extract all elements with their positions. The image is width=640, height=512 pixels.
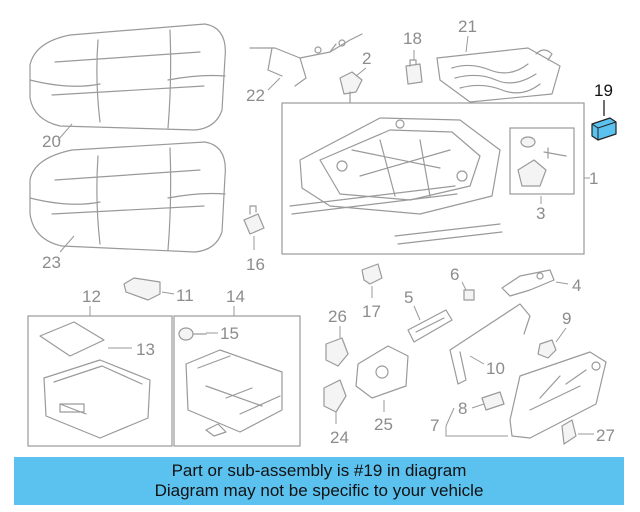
leader-20: [57, 123, 73, 141]
part-10-wire[interactable]: [449, 303, 531, 385]
callout-17[interactable]: 17: [362, 302, 381, 321]
leader-7: [445, 407, 508, 437]
part-4-bracket[interactable]: [501, 269, 555, 297]
part-7-side-shield[interactable]: [509, 351, 607, 439]
part-22-wire-harness[interactable]: [249, 33, 363, 87]
part-24-switch-housing[interactable]: [323, 379, 347, 413]
callout-4[interactable]: 4: [572, 276, 581, 295]
part-12-storage-tray[interactable]: [43, 359, 151, 439]
callout-21[interactable]: 21: [458, 17, 477, 36]
part-27-cover[interactable]: [561, 419, 577, 445]
callout-22[interactable]: 22: [246, 86, 265, 105]
leader-23: [59, 235, 75, 253]
parts-diagram: 20 23 22 2 18 21: [27, 17, 617, 447]
leader-11: [161, 291, 175, 295]
callout-9[interactable]: 9: [562, 309, 571, 328]
part-1-seat-frame[interactable]: [289, 117, 503, 245]
leader-21: [465, 35, 469, 53]
part-26-switch[interactable]: [325, 337, 349, 367]
callout-10[interactable]: 10: [486, 359, 505, 378]
callout-6[interactable]: 6: [450, 265, 459, 284]
callout-27[interactable]: 27: [596, 426, 615, 445]
part-9-knob[interactable]: [537, 339, 557, 359]
part-16-clip[interactable]: [243, 205, 265, 235]
callout-20[interactable]: 20: [42, 132, 61, 151]
leader-6: [461, 281, 467, 291]
part-3-hardware-box[interactable]: [509, 127, 575, 195]
callout-8[interactable]: 8: [458, 399, 467, 418]
callout-3[interactable]: 3: [536, 204, 545, 223]
leader-5: [413, 305, 421, 321]
callout-13[interactable]: 13: [136, 340, 155, 359]
callout-2[interactable]: 2: [362, 49, 371, 68]
part-14-under-tray[interactable]: [185, 349, 283, 437]
part-14-tray-box[interactable]: [173, 315, 301, 447]
part-12-tray-box[interactable]: [27, 315, 173, 447]
callout-1[interactable]: 1: [589, 169, 598, 188]
callout-15[interactable]: 15: [220, 324, 239, 343]
callout-5[interactable]: 5: [404, 288, 413, 307]
banner-line-1: Part or sub-assembly is #19 in diagram: [171, 461, 467, 480]
part-5-handle[interactable]: [407, 309, 453, 343]
part-13-mat[interactable]: [39, 321, 105, 357]
callout-12[interactable]: 12: [82, 287, 101, 306]
callout-26[interactable]: 26: [328, 307, 347, 326]
callout-24[interactable]: 24: [330, 428, 349, 447]
info-banner: Part or sub-assembly is #19 in diagram D…: [14, 457, 624, 505]
leader-2: [355, 67, 367, 77]
banner-line-2: Diagram may not be specific to your vehi…: [154, 481, 484, 500]
part-2-clip[interactable]: [339, 71, 363, 103]
callout-11[interactable]: 11: [176, 286, 194, 305]
callout-16[interactable]: 16: [246, 255, 265, 274]
part-19-highlighted[interactable]: [591, 117, 617, 141]
callout-14[interactable]: 14: [226, 287, 245, 306]
part-17-bracket[interactable]: [361, 263, 383, 285]
part-20-cushion-pad[interactable]: [29, 23, 226, 131]
leader-8: [471, 403, 485, 409]
part-15-bulb[interactable]: [178, 327, 207, 341]
callout-7[interactable]: 7: [430, 416, 439, 435]
part-25-motor[interactable]: [355, 345, 409, 399]
leader-22: [267, 77, 281, 91]
part-8-trim[interactable]: [481, 391, 505, 411]
part-11-pad[interactable]: [123, 277, 161, 301]
leader-10: [469, 355, 485, 365]
leader-4: [555, 281, 569, 285]
part-23-cushion-cover[interactable]: [29, 141, 226, 253]
part-18-clip[interactable]: [405, 59, 423, 85]
callout-18[interactable]: 18: [403, 29, 422, 48]
part-6-button[interactable]: [463, 289, 475, 301]
part-21-heater-mat[interactable]: [436, 47, 561, 103]
callout-19[interactable]: 19: [594, 81, 613, 100]
leader-9: [555, 327, 567, 343]
part-3-hardware[interactable]: [517, 136, 567, 187]
callout-23[interactable]: 23: [42, 253, 61, 272]
callout-25[interactable]: 25: [374, 415, 393, 434]
